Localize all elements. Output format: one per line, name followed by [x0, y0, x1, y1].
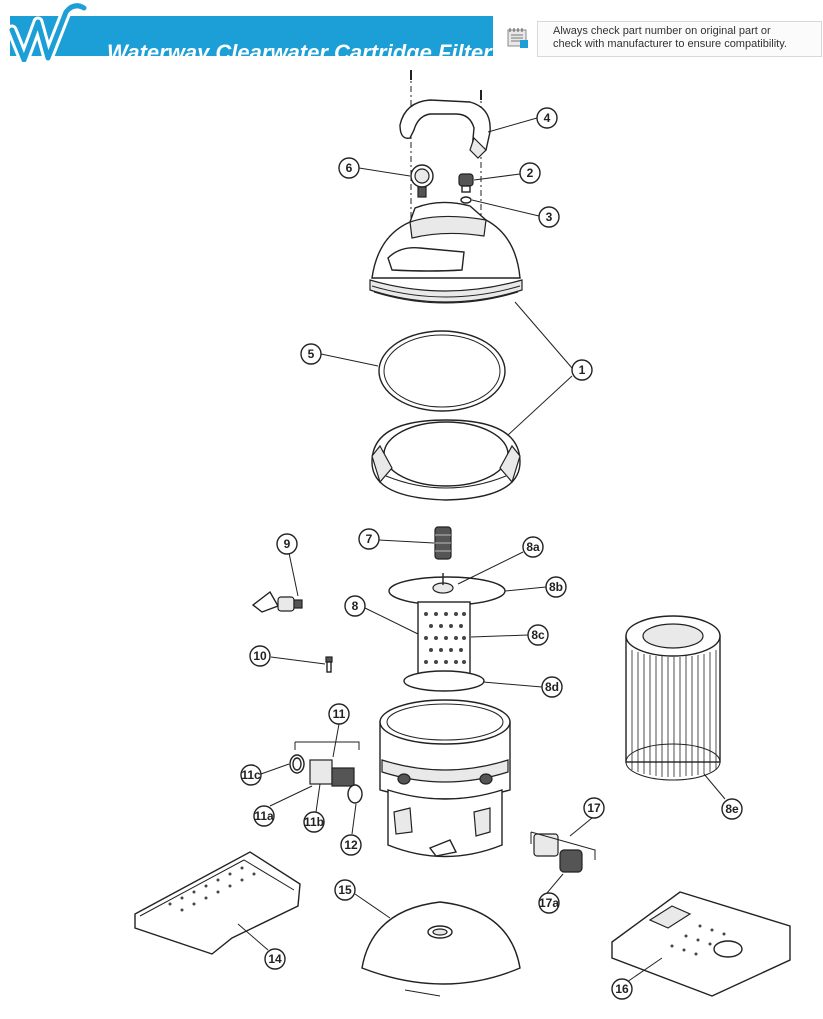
union-fitting [289, 754, 363, 804]
callout-6: 6 [338, 157, 360, 179]
svg-text:11c: 11c [241, 768, 261, 782]
svg-text:16: 16 [615, 982, 629, 996]
svg-text:8b: 8b [549, 580, 563, 594]
callout-8c: 8c [527, 624, 549, 646]
manifold-bottom-plate [403, 670, 485, 692]
callout-12: 12 [340, 834, 362, 856]
note-line-1: Always check part number on original par… [553, 25, 771, 37]
callout-8e: 8e [721, 798, 743, 820]
svg-text:11b: 11b [304, 815, 324, 829]
callout-11: 11 [328, 703, 350, 725]
leader-lines [237, 117, 726, 983]
svg-text:12: 12 [344, 838, 358, 852]
handle-screws [410, 70, 482, 100]
screw [325, 656, 333, 673]
svg-text:1: 1 [579, 363, 586, 377]
lock-ring [371, 419, 521, 501]
callout-3: 3 [538, 206, 560, 228]
handle [399, 99, 491, 159]
manifold-top-plate [388, 573, 506, 606]
callout-1: 1 [571, 359, 593, 381]
callout-8a: 8a [522, 536, 544, 558]
svg-text:14: 14 [268, 952, 282, 966]
svg-text:6: 6 [346, 161, 353, 175]
svg-text:17a: 17a [539, 896, 559, 910]
callout-11a: 11a [253, 805, 275, 827]
right-cover-panel [611, 891, 791, 997]
callout-9: 9 [276, 533, 298, 555]
svg-text:8d: 8d [545, 680, 559, 694]
svg-text:2: 2 [527, 166, 534, 180]
svg-text:11a: 11a [254, 809, 274, 823]
callout-17: 17 [583, 797, 605, 819]
waterway-logo-icon [6, 0, 90, 62]
note-line-2: check with manufacturer to ensure compat… [553, 38, 787, 50]
callout-11c: 11c [240, 764, 262, 786]
filter-base [361, 901, 521, 997]
exploded-parts-diagram: 1 2 3 4 5 6 7 8 8a 8b 8c 8d 8e 9 10 11 1… [134, 70, 791, 1000]
callout-8: 8 [344, 595, 366, 617]
title-banner: Waterway Clearwater Cartridge Filter [10, 16, 493, 65]
pressure-gauge [410, 164, 434, 198]
lid-o-ring [378, 330, 506, 412]
svg-text:17: 17 [587, 801, 601, 815]
filter-lid [369, 201, 523, 304]
svg-text:10: 10 [253, 649, 267, 663]
svg-text:8: 8 [352, 599, 359, 613]
svg-text:8a: 8a [526, 540, 540, 554]
svg-text:3: 3 [546, 210, 553, 224]
page-title: Waterway Clearwater Cartridge Filter [107, 40, 492, 65]
svg-text:11: 11 [333, 707, 346, 721]
air-relief-valve [458, 173, 474, 193]
page-header: Waterway Clearwater Cartridge Filter Alw… [0, 0, 823, 65]
air-bleed-screen [434, 526, 452, 560]
callout-4: 4 [536, 107, 558, 129]
callout-16: 16 [611, 978, 633, 1000]
left-cover-panel [134, 851, 301, 955]
svg-text:7: 7 [366, 532, 373, 546]
outlet-union [533, 833, 583, 873]
callout-5: 5 [300, 343, 322, 365]
svg-text:4: 4 [544, 111, 551, 125]
callout-7: 7 [358, 528, 380, 550]
callout-17a: 17a [538, 892, 560, 914]
callout-11b: 11b [303, 811, 325, 833]
notepad-icon [507, 28, 528, 48]
svg-text:8e: 8e [725, 802, 739, 816]
svg-text:9: 9 [284, 537, 291, 551]
callout-8d: 8d [541, 676, 563, 698]
callout-14: 14 [264, 948, 286, 970]
callout-8b: 8b [545, 576, 567, 598]
filter-tank [379, 699, 511, 858]
callout-2: 2 [519, 162, 541, 184]
filter-cartridge [625, 615, 721, 781]
compatibility-note: Always check part number on original par… [537, 21, 822, 57]
valve-o-ring [460, 196, 472, 204]
callout-15: 15 [334, 879, 356, 901]
svg-text:15: 15 [338, 883, 352, 897]
callout-10: 10 [249, 645, 271, 667]
drain-plug [251, 590, 303, 613]
svg-text:8c: 8c [531, 628, 545, 642]
svg-text:5: 5 [308, 347, 315, 361]
